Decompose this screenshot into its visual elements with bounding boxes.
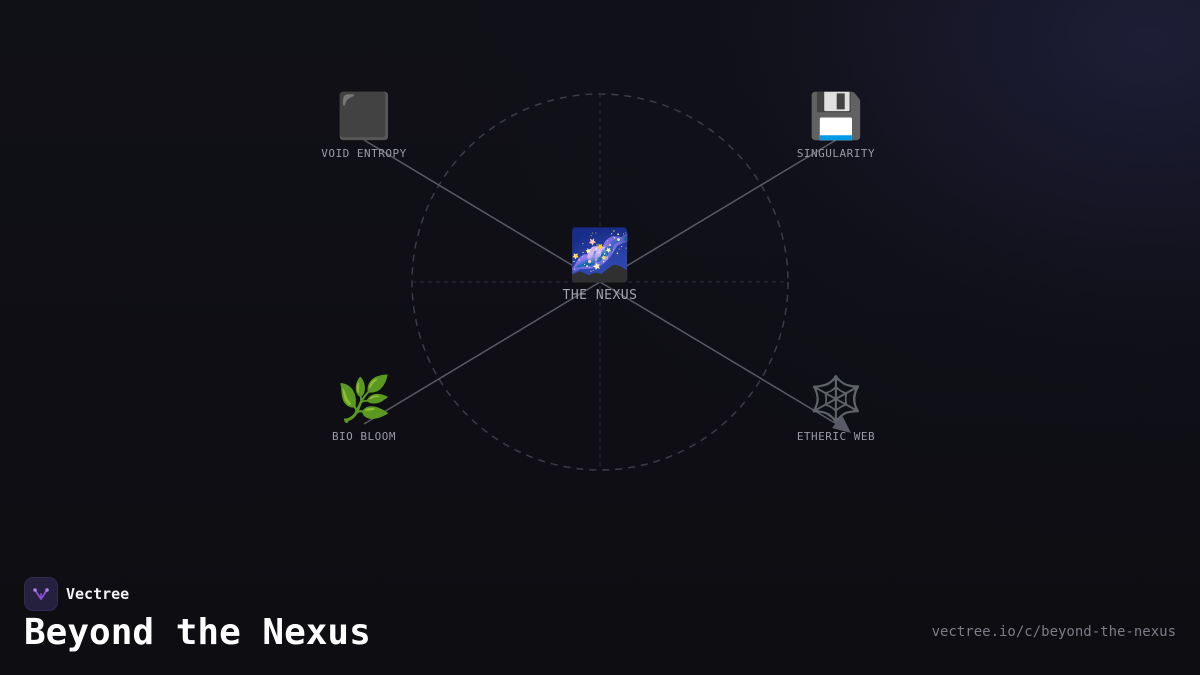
brand-name: Vectree bbox=[66, 585, 130, 603]
milky-way-icon: 🌌 bbox=[568, 226, 632, 284]
node-label: BIO BLOOM bbox=[331, 430, 397, 443]
node-bio-bloom[interactable]: 🌿 BIO BLOOM bbox=[284, 374, 444, 443]
spider-web-icon: 🕸️ bbox=[808, 374, 864, 425]
node-void-entropy[interactable]: ⬛ VOID ENTROPY bbox=[284, 91, 444, 160]
node-the-nexus[interactable]: 🌌 THE NEXUS bbox=[520, 226, 680, 303]
black-square-icon: ⬛ bbox=[336, 91, 392, 142]
connector-bio-bloom bbox=[363, 281, 601, 425]
node-etheric-web[interactable]: 🕸️ ETHERIC WEB bbox=[756, 374, 916, 443]
node-label: ETHERIC WEB bbox=[796, 430, 876, 443]
brand[interactable]: Vectree bbox=[24, 577, 129, 611]
vectree-logo-icon bbox=[24, 577, 58, 611]
connector-etheric-web bbox=[599, 281, 841, 427]
node-singularity[interactable]: 💾 SINGULARITY bbox=[756, 91, 916, 160]
floppy-disk-icon: 💾 bbox=[808, 91, 864, 142]
herb-icon: 🌿 bbox=[336, 374, 392, 425]
node-label: VOID ENTROPY bbox=[321, 147, 407, 160]
node-label: THE NEXUS bbox=[562, 288, 638, 303]
page-title: Beyond the Nexus bbox=[24, 612, 371, 653]
page-url[interactable]: vectree.io/c/beyond-the-nexus bbox=[931, 624, 1176, 640]
node-label: SINGULARITY bbox=[796, 147, 876, 160]
arrowhead-icon bbox=[832, 415, 851, 433]
connector-void-entropy bbox=[363, 139, 601, 283]
connector-singularity bbox=[599, 139, 837, 283]
